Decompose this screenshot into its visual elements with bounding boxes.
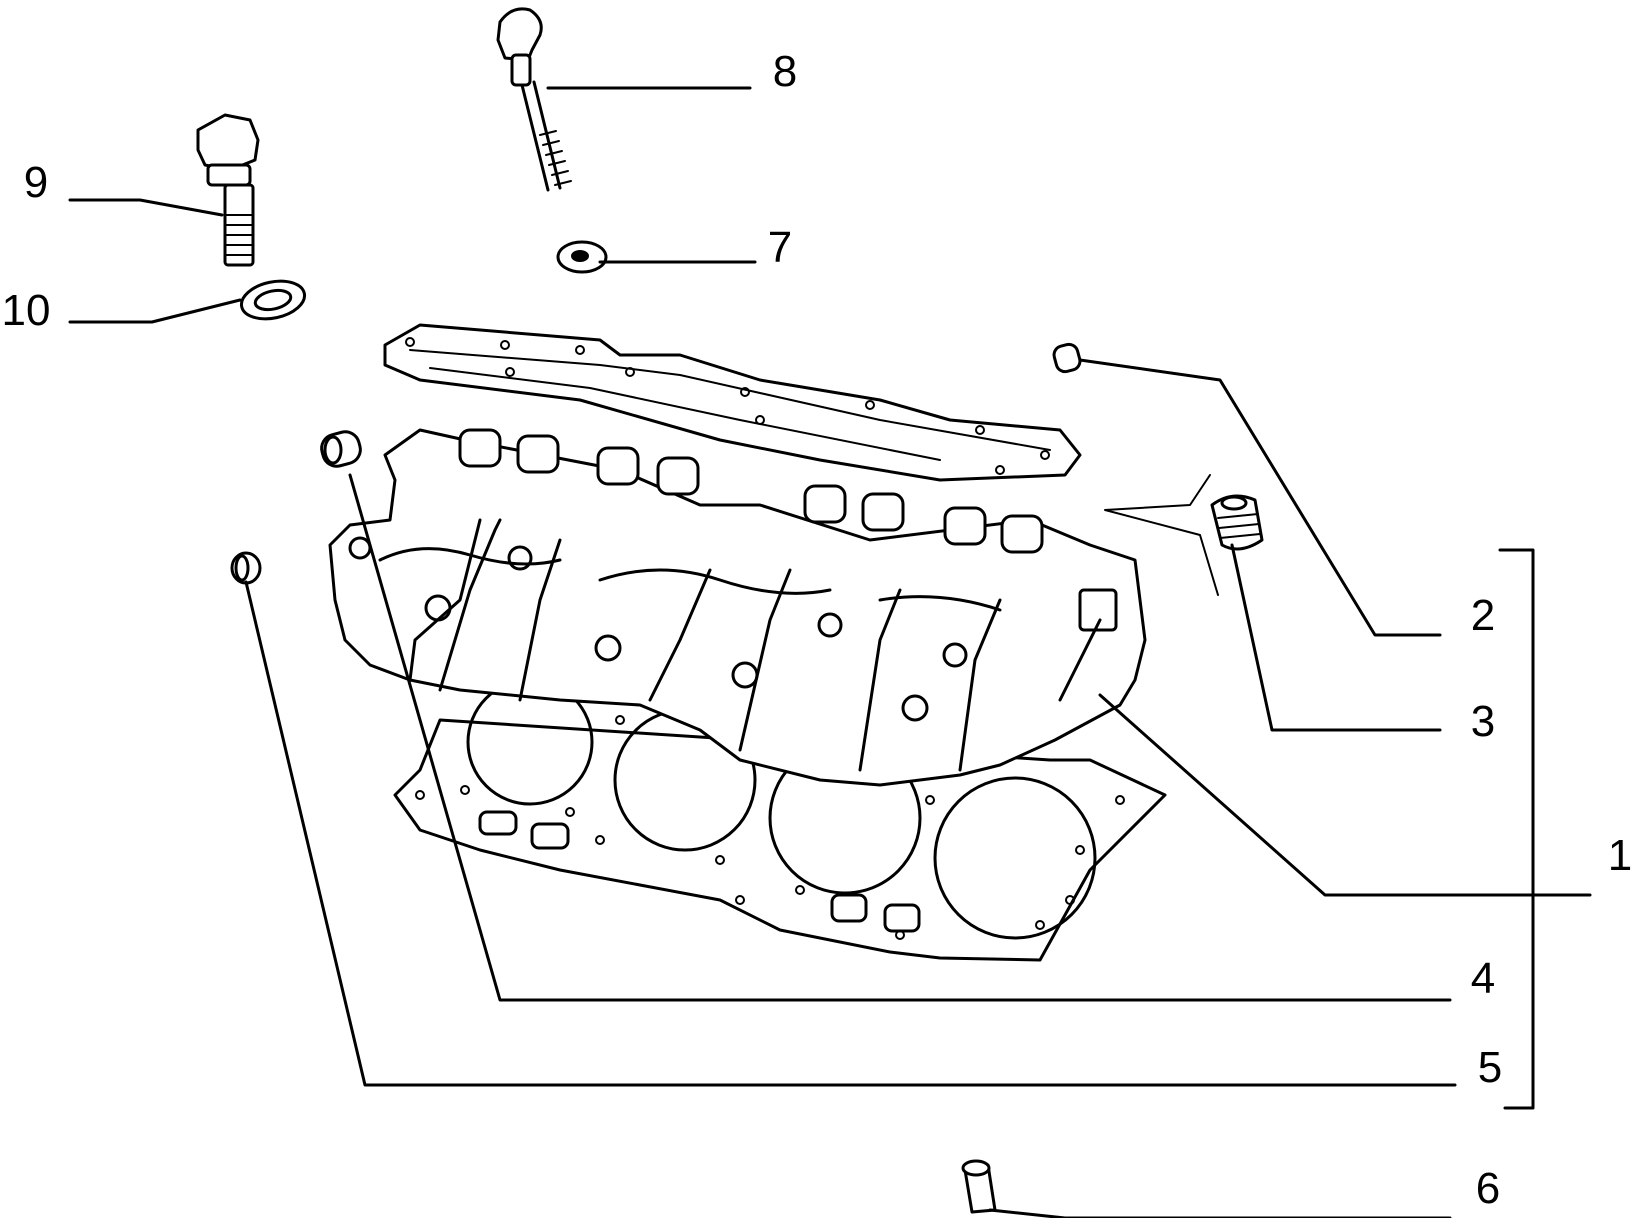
leader-4 [348,473,1452,1002]
callout-9: 9 [24,158,48,207]
group-bracket [1498,548,1535,1110]
dowel-ring-4 [320,430,362,468]
callout-3: 3 [1471,697,1495,746]
ring-5 [230,551,262,585]
sleeve-6 [961,1159,997,1214]
leader-3 [1230,543,1442,732]
callout-4: 4 [1471,954,1495,1003]
leader-5 [244,580,1457,1087]
leader-lines [68,86,1592,1218]
callout-10: 10 [2,286,51,335]
leader-6 [988,1208,1452,1218]
threaded-plug-3 [1104,474,1264,596]
callout-6: 6 [1476,1164,1500,1213]
valve-tappets [458,428,1044,554]
leader-2 [1078,358,1442,637]
leader-9 [68,198,224,217]
callout-labels: 1 2 3 4 5 6 7 8 9 10 [2,47,1633,1213]
washer-10 [239,279,307,321]
callout-5: 5 [1478,1043,1502,1092]
bolt-9 [196,113,260,267]
washer-7 [556,240,608,274]
callout-7: 7 [768,223,792,272]
cylinder-head [328,428,1147,787]
leader-1 [1098,693,1592,897]
callout-1: 1 [1608,831,1632,880]
plug-2 [1052,342,1082,374]
head-gasket [393,678,1167,962]
cover-gasket [383,323,1082,482]
leader-10 [68,298,242,324]
callout-8: 8 [773,47,797,96]
bolt-8 [496,7,572,192]
callout-2: 2 [1471,591,1495,640]
